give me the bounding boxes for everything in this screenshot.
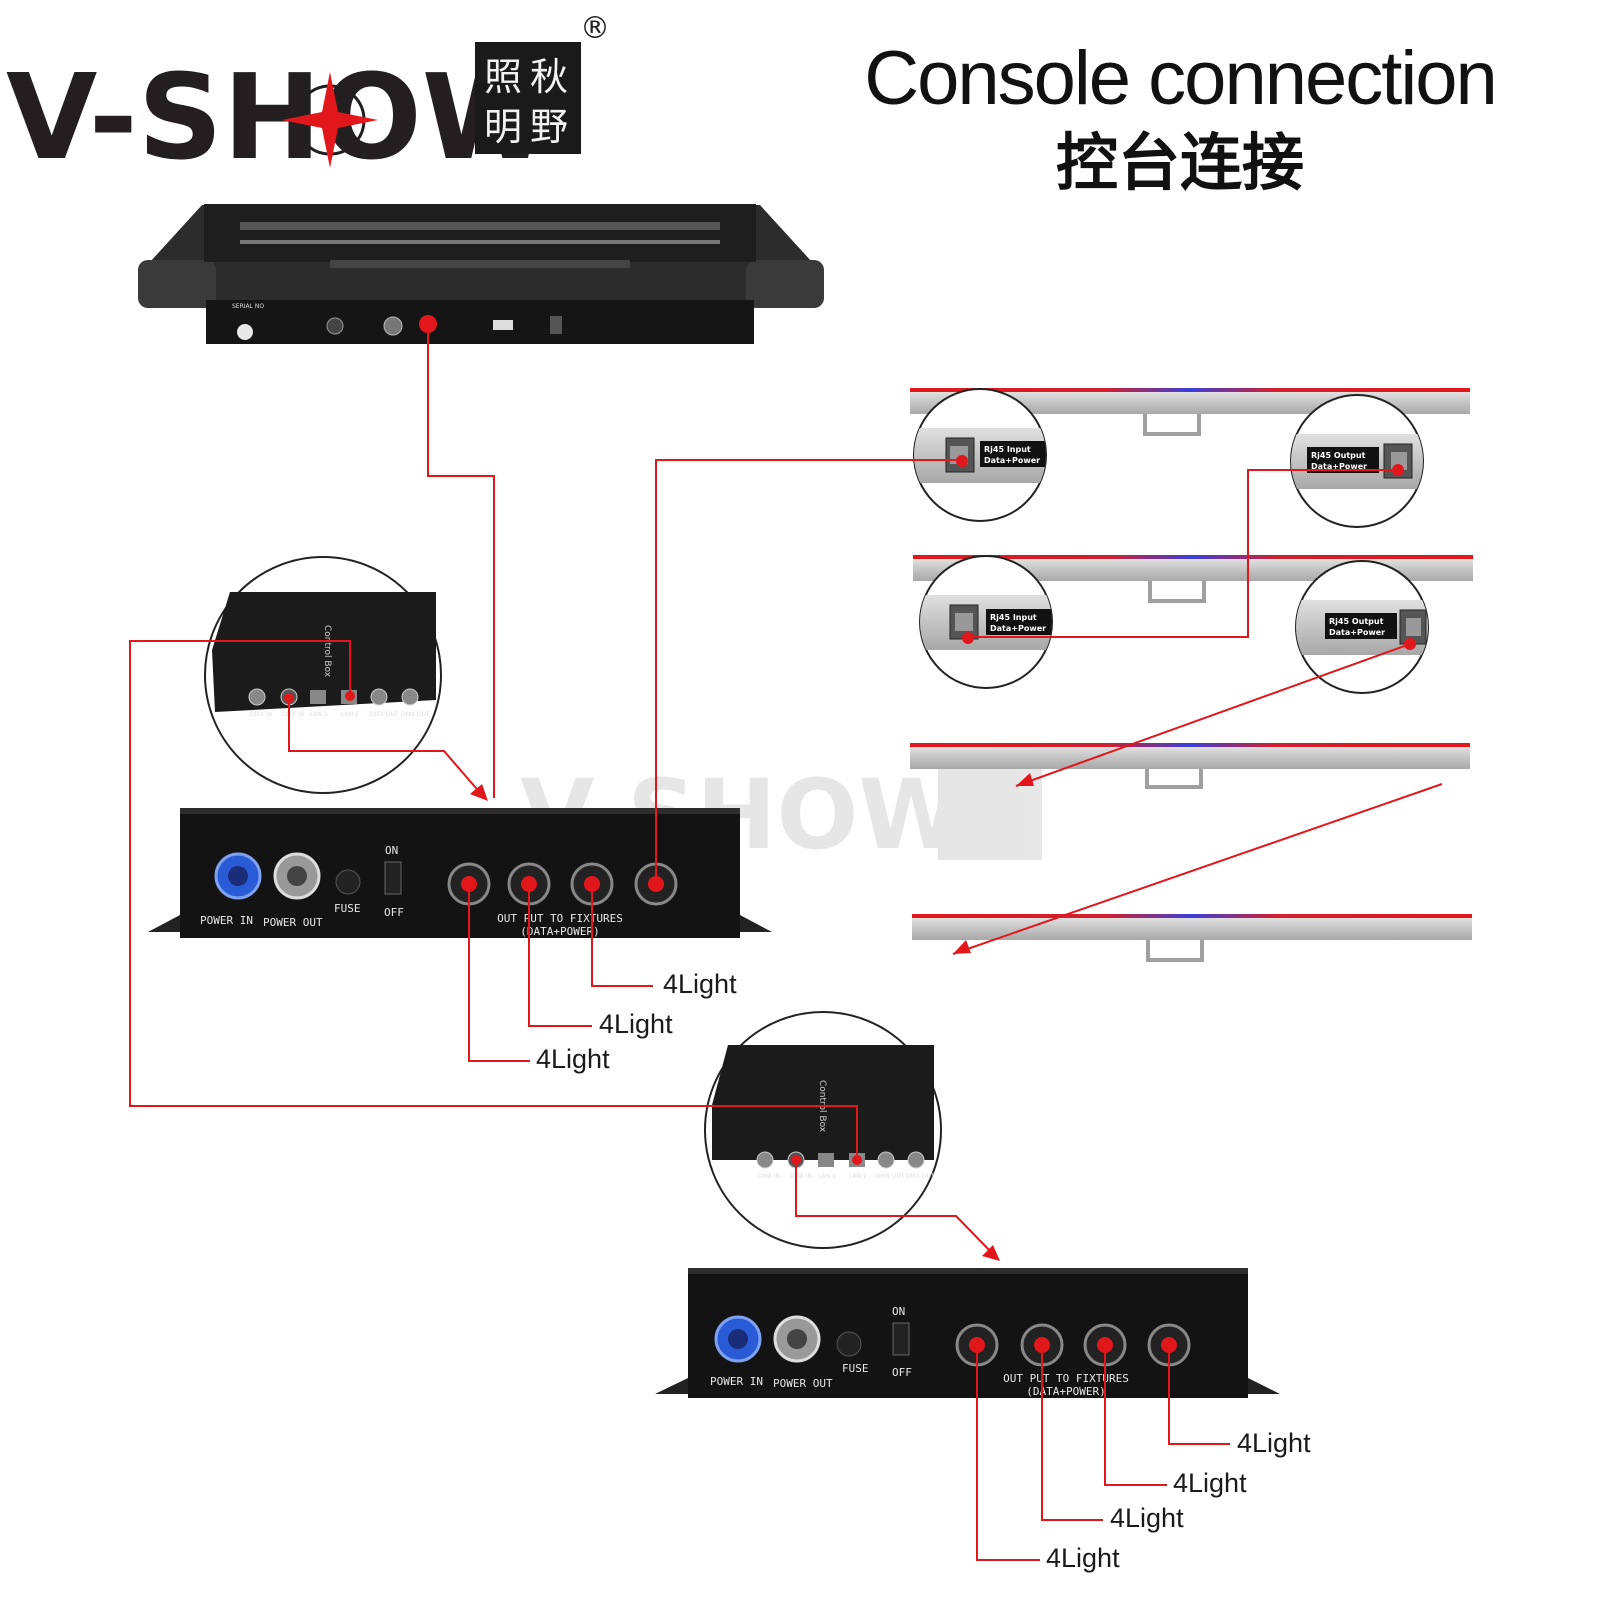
seal-char-3: 明: [484, 105, 522, 149]
console-faders: [240, 222, 720, 268]
rear-port-label: DMX IN: [250, 711, 272, 718]
zoom-fixture-2-output: Rj45 Output Data+Power: [1295, 560, 1429, 694]
rear-port-label: DMX IN: [758, 1173, 780, 1180]
output-sublabel: (DATA+POWER): [520, 925, 599, 938]
output-count-label: 4Light: [536, 1044, 610, 1074]
zoom-fixture-2-input: Rj45 Input Data+Power: [919, 555, 1053, 689]
rj45-input-label: Rj45 Input: [984, 445, 1031, 454]
rear-port-label: DMX OUT: [401, 711, 430, 718]
output-count-label: 4Light: [1110, 1503, 1184, 1533]
power-in-label: POWER IN: [200, 914, 253, 927]
connection-wires: [129, 324, 1443, 1561]
switch-on-label: ON: [892, 1305, 905, 1318]
rear-port-label: DMX OUT: [906, 1173, 935, 1180]
rear-port-label: LAN 2: [341, 711, 359, 718]
rear-port-label: DMX IN: [790, 1173, 812, 1180]
page-title: Console connection: [864, 36, 1496, 121]
console-serial-label: SERIAL NO: [232, 303, 264, 310]
rear-port-label: DMX OUT: [876, 1173, 905, 1180]
fixture-bar-3: [910, 743, 1470, 789]
output-label: OUT PUT TO FIXTURES: [1003, 1372, 1129, 1385]
zoom-box-top-rear: Control Box DMX IN DMX IN LAN 1 LAN 2 DM…: [204, 556, 442, 794]
fuse-label: FUSE: [842, 1362, 869, 1375]
output-count-label: 4Light: [1237, 1428, 1311, 1458]
fuse-label: FUSE: [334, 902, 361, 915]
seal-char-1: 照: [484, 55, 522, 99]
output-count-label: 4Light: [1173, 1468, 1247, 1498]
rear-port-label: LAN 1: [310, 711, 328, 718]
switch-on-label: ON: [385, 844, 398, 857]
power-out-label: POWER OUT: [773, 1377, 833, 1390]
console-rear-panel: [206, 300, 754, 344]
rj45-input-sublabel-2: Data+Power: [990, 624, 1046, 633]
seal-char-2: 秋: [530, 55, 568, 99]
rear-port-label: LAN 2: [849, 1173, 867, 1180]
svg-text:Control Box: Control Box: [322, 625, 332, 678]
output-count-label: 4Light: [1046, 1543, 1120, 1573]
rj45-output-sublabel-2: Data+Power: [1329, 628, 1385, 637]
switch-off-label: OFF: [892, 1366, 912, 1379]
switch-off-label: OFF: [384, 906, 404, 919]
logo-wordmark: V-SHOW: [6, 48, 552, 186]
rj45-input-label-2: Rj45 Input: [990, 613, 1037, 622]
rear-port-label: DMX IN: [282, 711, 304, 718]
output-label: OUT PUT TO FIXTURES: [497, 912, 623, 925]
rj45-output-label: Rj45 Output: [1311, 451, 1366, 460]
output-count-label: 4Light: [663, 969, 737, 999]
output-sublabel: (DATA+POWER): [1026, 1385, 1105, 1398]
rear-port-label: LAN 1: [818, 1173, 836, 1180]
page-subtitle: 控台连接: [1056, 126, 1304, 199]
power-in-label: POWER IN: [710, 1375, 763, 1388]
zoom-fixture-1-output: Rj45 Output Data+Power: [1290, 394, 1424, 528]
rear-ports-bottom: DMX IN DMX IN LAN 1 LAN 2 DMX OUT DMX OU…: [756, 1151, 935, 1180]
control-box-bottom: POWER IN POWER OUT FUSE ON OFF OUT PUT T…: [655, 1268, 1280, 1398]
rj45-output-label-2: Rj45 Output: [1329, 617, 1384, 626]
registered-mark: ®: [580, 11, 610, 46]
seal-stamp: [475, 42, 581, 154]
seal-char-4: 野: [530, 105, 568, 149]
control-box-top: POWER IN POWER OUT FUSE ON OFF OUT PUT T…: [148, 808, 772, 938]
rear-port-label: DMX OUT: [370, 711, 399, 718]
brand-logo: V-SHOW 照 秋 明 野 ®: [6, 11, 610, 186]
rj45-input-sublabel: Data+Power: [984, 456, 1040, 465]
zoom-fixture-1-input: Rj45 Input Data+Power: [913, 388, 1047, 522]
rj45-output-sublabel: Data+Power: [1311, 462, 1367, 471]
output-count-label: 4Light: [599, 1009, 673, 1039]
dmx-console: SERIAL NO: [138, 204, 824, 344]
logo-star-icon: [282, 72, 378, 168]
fixture-bar-4: [912, 914, 1472, 962]
zoom-box-bottom-rear: Control Box DMX IN DMX IN LAN 1 LAN 2 DM…: [704, 1011, 942, 1249]
power-out-label: POWER OUT: [263, 916, 323, 929]
